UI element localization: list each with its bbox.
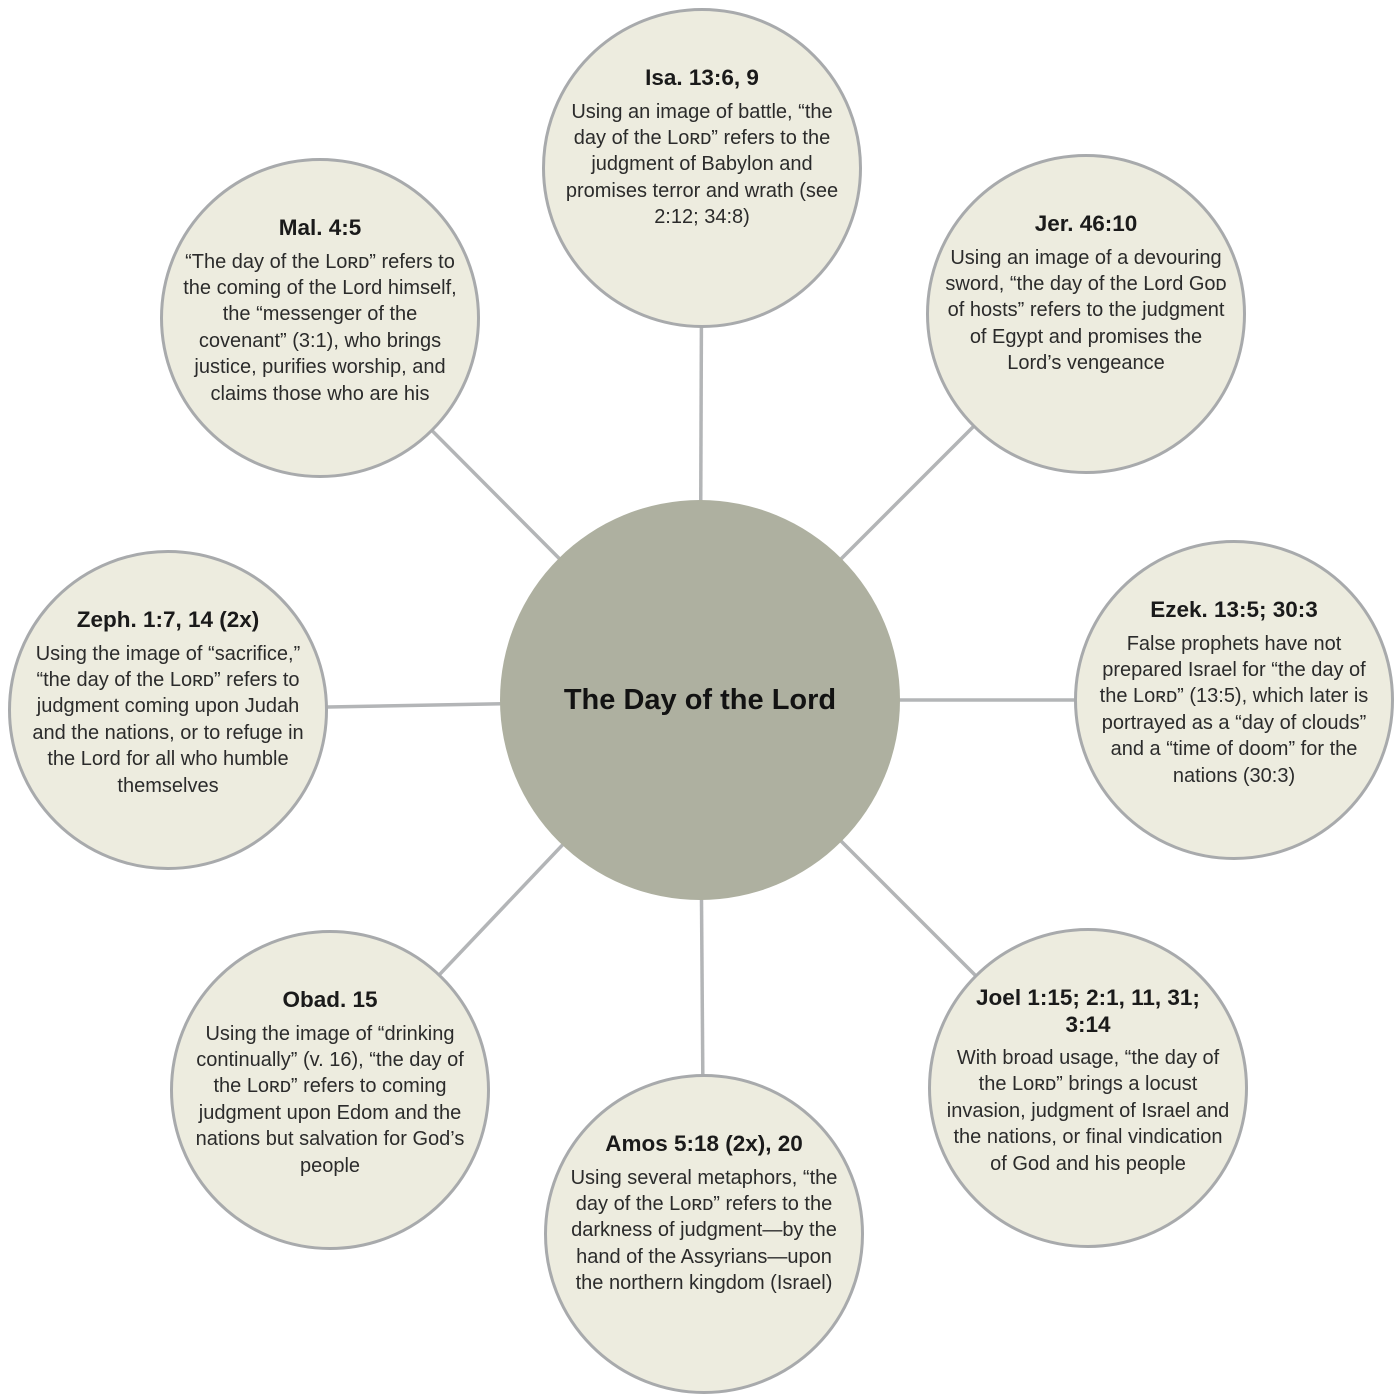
node-malachi: Mal. 4:5 “The day of the Lᴏʀᴅ” refers to… (160, 158, 480, 478)
node-zephaniah-reference: Zeph. 1:7, 14 (2x) (76, 607, 260, 632)
node-malachi-reference: Mal. 4:5 (278, 215, 362, 240)
node-jeremiah-reference: Jer. 46:10 (1034, 211, 1138, 236)
node-isaiah-description: Using an image of battle, “the day of th… (565, 100, 839, 229)
node-zephaniah-description: Using the image of “sacrifice,” “the day… (32, 642, 304, 797)
node-zephaniah: Zeph. 1:7, 14 (2x) Using the image of “s… (8, 550, 328, 870)
node-joel-description: With broad usage, “the day of the Lᴏʀᴅ” … (946, 1047, 1230, 1175)
node-jeremiah: Jer. 46:10 Using an image of a devouring… (926, 154, 1246, 474)
node-isaiah: Isa. 13:6, 9 Using an image of battle, “… (542, 8, 862, 328)
node-ezekiel-description: False prophets have not prepared Israel … (1099, 632, 1369, 787)
node-joel-reference: Joel 1:15; 2:1, 11, 31; 3:14 (976, 985, 1200, 1037)
node-ezekiel: Ezek. 13:5; 30:3 False prophets have not… (1074, 540, 1394, 860)
node-isaiah-reference: Isa. 13:6, 9 (645, 65, 759, 90)
node-amos: Amos 5:18 (2x), 20 Using several metapho… (544, 1074, 864, 1394)
node-amos-description: Using several metaphors, “the day of the… (570, 1166, 838, 1295)
node-obadiah-reference: Obad. 15 (282, 987, 378, 1012)
node-obadiah-description: Using the image of “drinking continually… (195, 1022, 465, 1177)
center-node-label: The Day of the Lord (563, 683, 837, 716)
node-joel: Joel 1:15; 2:1, 11, 31; 3:14 With broad … (928, 928, 1248, 1248)
center-node: The Day of the Lord (500, 500, 900, 900)
node-obadiah: Obad. 15 Using the image of “drinking co… (170, 930, 490, 1250)
node-ezekiel-reference: Ezek. 13:5; 30:3 (1150, 597, 1318, 622)
node-amos-reference: Amos 5:18 (2x), 20 (605, 1131, 803, 1156)
node-malachi-description: “The day of the Lᴏʀᴅ” refers to the comi… (183, 250, 457, 405)
node-jeremiah-description: Using an image of a devouring sword, “th… (945, 246, 1227, 375)
